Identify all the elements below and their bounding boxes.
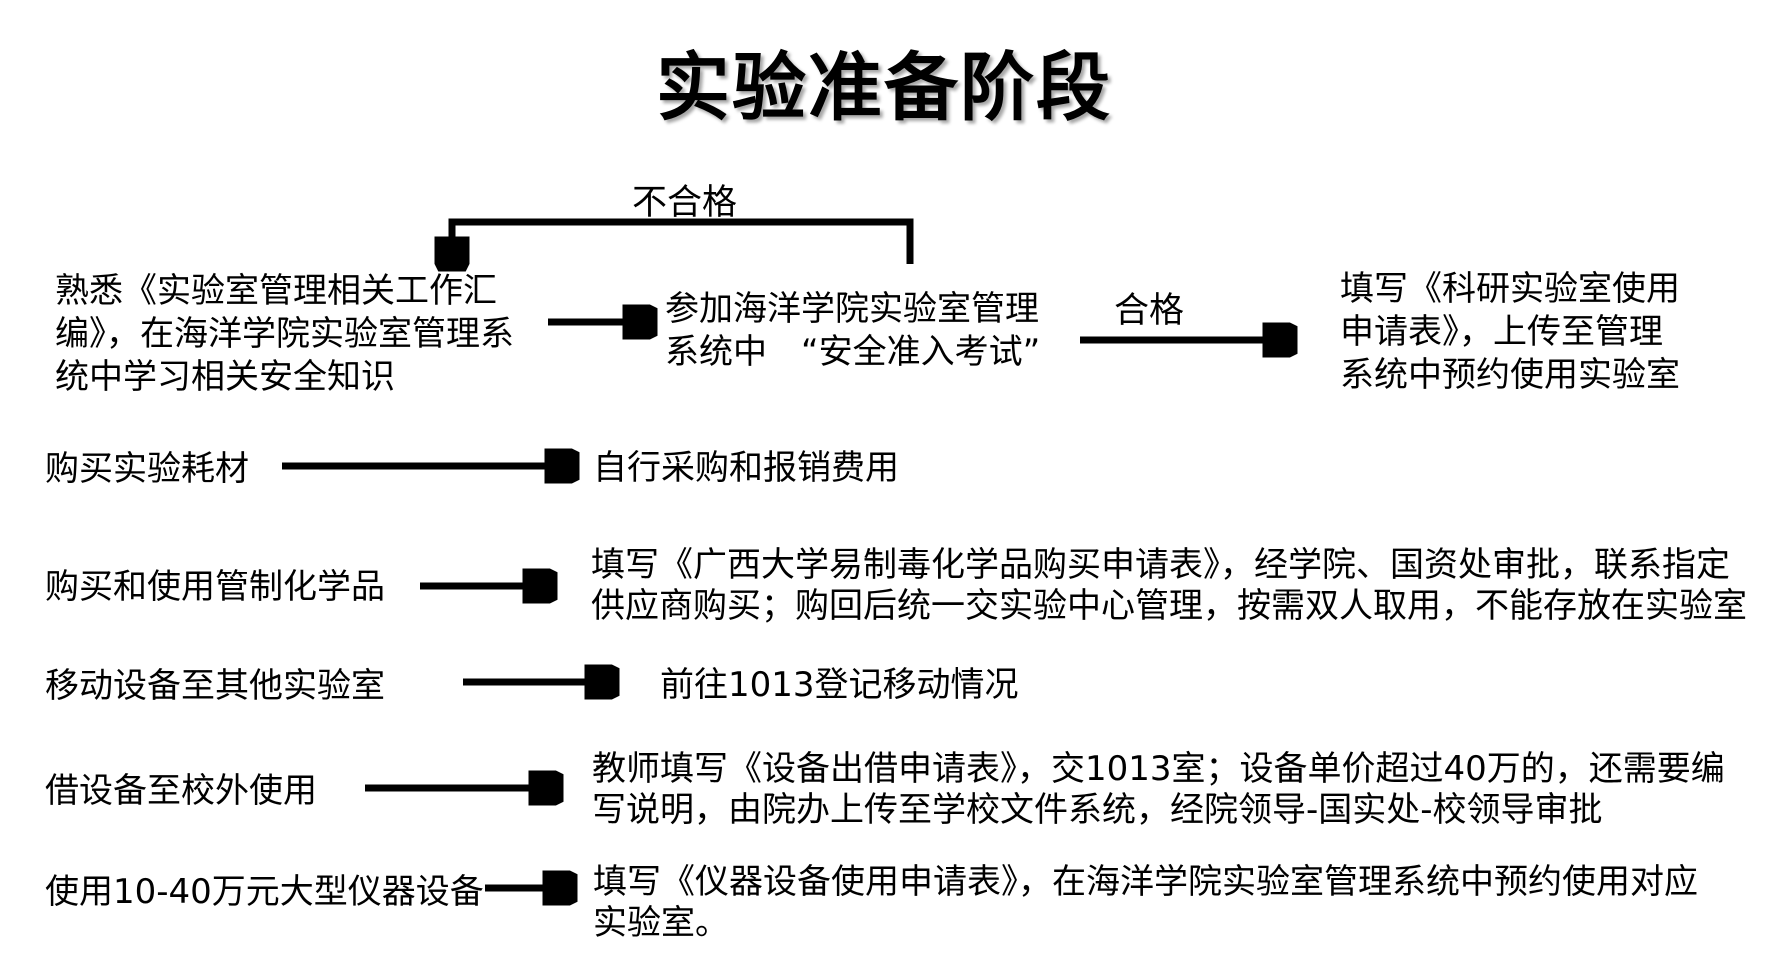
exam-step: 参加海洋学院实验室管理 系统中 “安全准入考试” bbox=[665, 289, 1041, 372]
fail-label: 不合格 bbox=[632, 183, 738, 223]
row-label-controlled-chemicals: 购买和使用管制化学品 bbox=[45, 567, 385, 607]
row-label-lend-equipment: 借设备至校外使用 bbox=[45, 771, 317, 811]
row-detail-consumables: 自行采购和报销费用 bbox=[593, 448, 899, 488]
row-label-large-instrument: 使用10-40万元大型仪器设备 bbox=[45, 872, 484, 912]
page-title: 实验准备阶段 bbox=[656, 45, 1112, 131]
pass-label: 合格 bbox=[1114, 291, 1185, 331]
row-detail-controlled-chemicals: 填写《广西大学易制毒化学品购买申请表》，经学院、国资处审批，联系指定 供应商购买… bbox=[591, 545, 1747, 626]
row-detail-move-equipment: 前往1013登记移动情况 bbox=[660, 665, 1019, 705]
row-label-move-equipment: 移动设备至其他实验室 bbox=[45, 666, 385, 706]
apply-step: 填写《科研实验室使用 申请表》，上传至管理 系统中预约使用实验室 bbox=[1340, 269, 1680, 395]
fail-loop-arrow bbox=[452, 218, 914, 264]
row-detail-large-instrument: 填写《仪器设备使用申请表》，在海洋学院实验室管理系统中预约使用对应 实验室。 bbox=[593, 862, 1698, 943]
row-detail-lend-equipment: 教师填写《设备出借申请表》，交1013室；设备单价超过40万的，还需要编 写说明… bbox=[592, 749, 1725, 830]
study-step: 熟悉《实验室管理相关工作汇 编》，在海洋学院实验室管理系 统中学习相关安全知识 bbox=[55, 271, 514, 397]
row-label-consumables: 购买实验耗材 bbox=[45, 449, 249, 489]
